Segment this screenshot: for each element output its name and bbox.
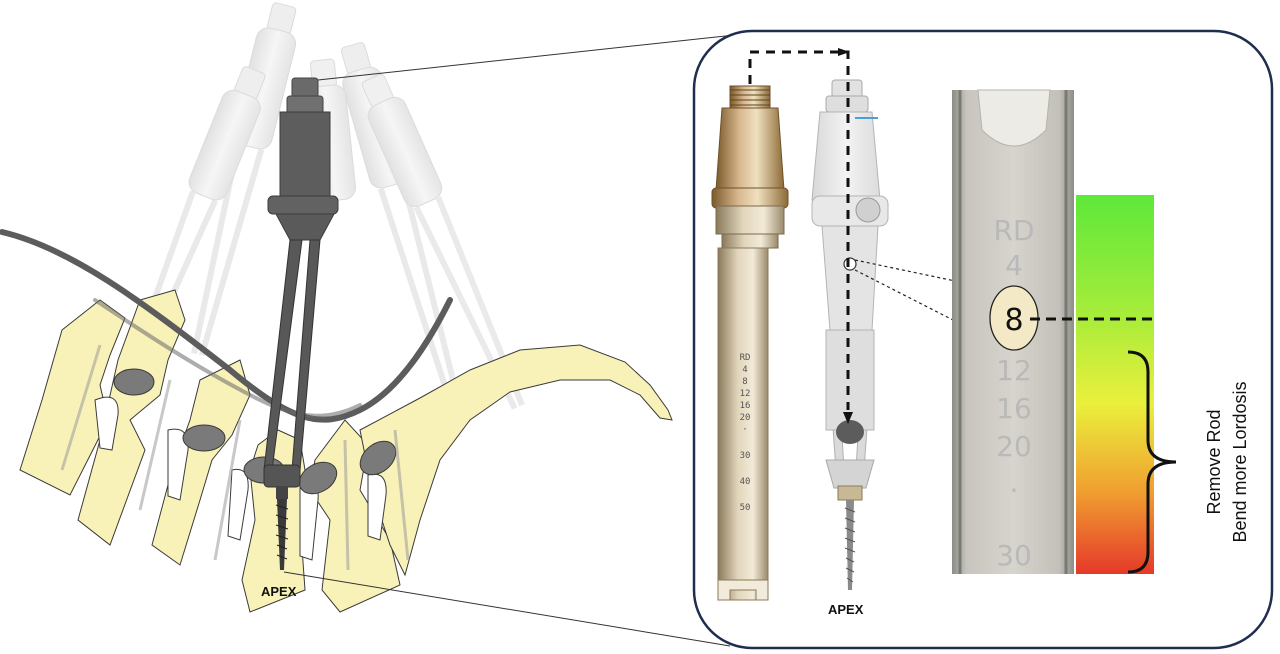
- remove-rod-note: Remove Rod Bend more Lordosis: [1204, 381, 1250, 542]
- note-line-1: Remove Rod: [1204, 409, 1224, 514]
- disc-2: [182, 424, 226, 452]
- device-indicator-disc: [836, 420, 864, 444]
- instrument-scale-label: 50: [740, 503, 751, 513]
- measuring-instrument-main: [263, 77, 339, 570]
- instrument-scale-label: ·: [742, 425, 747, 435]
- spine-illustration: APEX: [0, 2, 673, 613]
- apex-label-right: APEX: [828, 602, 864, 617]
- zoomed-scale-label: RD: [993, 214, 1034, 247]
- disc-4: [298, 461, 338, 495]
- zoomed-scale-label: 4: [1005, 249, 1023, 282]
- instrument-scale-label: RD: [740, 353, 751, 363]
- zoomed-scale-labels: RD4 12 16 20 · 30: [993, 214, 1034, 572]
- pedicle-screws: [60, 344, 410, 571]
- instrument-scale-label: 4: [742, 365, 747, 375]
- transfer-arrow-head-top: [838, 48, 850, 56]
- rod-lordotic: [93, 298, 362, 418]
- zoomed-scale-label: 16: [996, 392, 1032, 425]
- zoom-connector-bottom: [283, 571, 731, 647]
- instrument-scale-label: 16: [740, 401, 751, 411]
- instrument-scale-label: 40: [740, 477, 751, 487]
- pedicle-outlines: [94, 396, 387, 561]
- instrument-scale-label: 12: [740, 389, 751, 399]
- instrument-scale-label: 8: [742, 377, 747, 387]
- transfer-arrow: [748, 50, 850, 410]
- magnified-reading-value: 8: [1004, 303, 1023, 338]
- zoomed-scale-label: 20: [996, 430, 1032, 463]
- instrument-scale-label: 30: [740, 451, 751, 461]
- disc-1: [113, 368, 155, 396]
- note-line-2: Bend more Lordosis: [1230, 381, 1250, 542]
- instrument-scale-label: 20: [740, 413, 751, 423]
- zoomed-scale-panel: RD4 12 16 20 · 30 8: [952, 89, 1074, 574]
- zoomed-scale-label: 30: [996, 539, 1032, 572]
- zoom-connector-top: [317, 33, 745, 81]
- rod-template-scale: RD 4 8 12 16 20 · 30 40 50: [740, 353, 751, 513]
- zoomed-scale-label: 12: [996, 354, 1032, 387]
- apex-label-left: APEX: [261, 584, 297, 599]
- bend-gradient-bar: [1076, 195, 1154, 574]
- sacrum: [359, 344, 673, 577]
- transfer-arrow-head-bottom: [843, 412, 853, 424]
- zoomed-scale-label: ·: [1010, 474, 1019, 507]
- intervertebral-discs: [113, 368, 397, 495]
- disc-5: [359, 440, 397, 476]
- remove-rod-brace: [1127, 350, 1177, 574]
- scale-window-marker: [843, 257, 857, 271]
- rod-template: RD 4 8 12 16 20 · 30 40 50: [711, 85, 789, 601]
